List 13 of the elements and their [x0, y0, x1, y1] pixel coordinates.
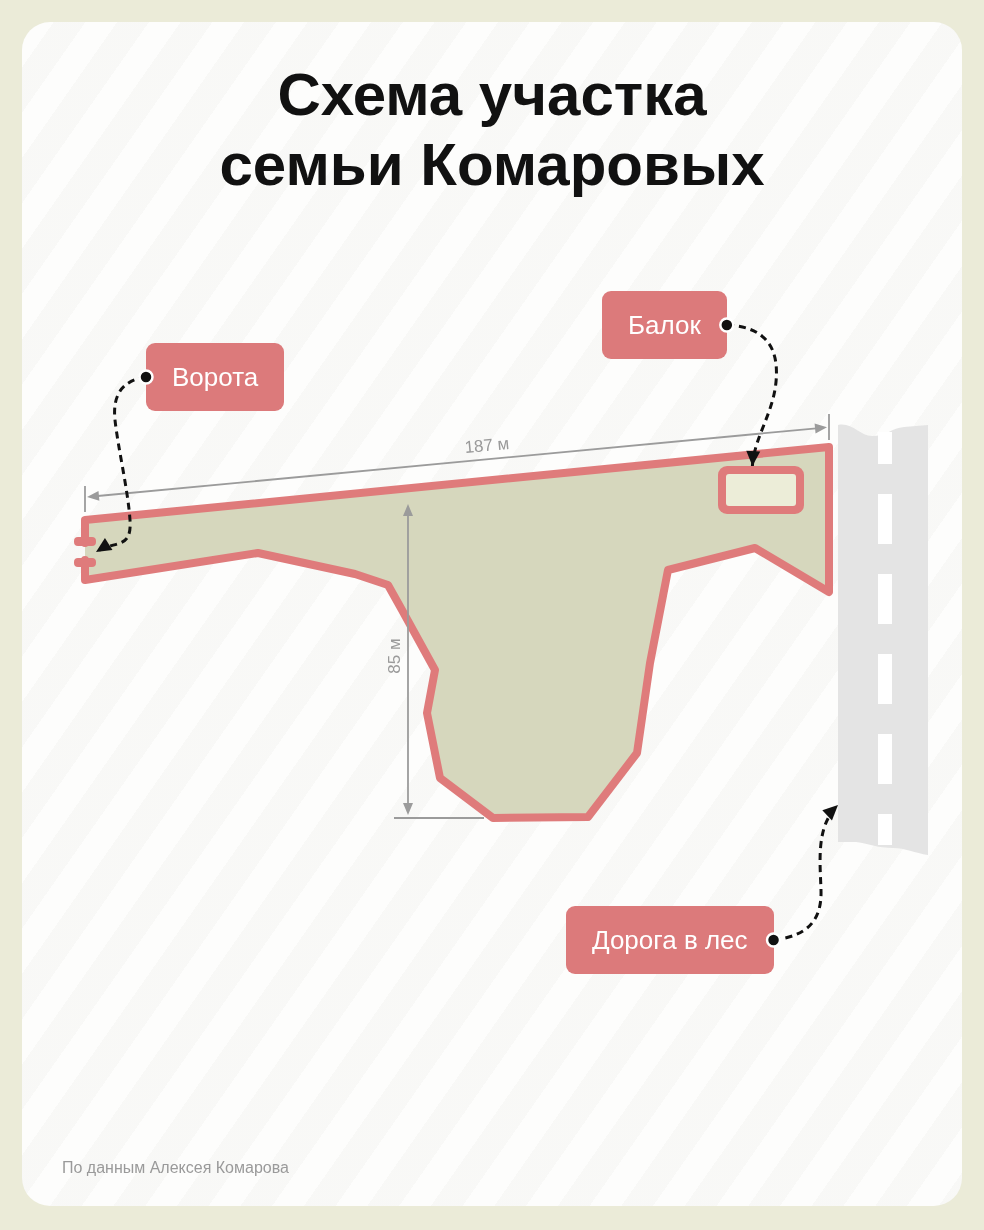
- gate-opening: [74, 537, 96, 567]
- road: [838, 424, 928, 855]
- caption: По данным Алексея Комарова: [62, 1159, 289, 1177]
- callout-label: Ворота: [146, 343, 285, 411]
- leader-line: [719, 317, 778, 467]
- callout-label: Дорога в лес: [566, 906, 774, 974]
- cabin-outline: [718, 466, 804, 514]
- leader-line: [95, 369, 154, 554]
- leader-line: [765, 804, 840, 948]
- title: Схема участка семьи Комаровых: [218, 60, 766, 200]
- callout-label: Балок: [602, 291, 727, 359]
- dimension-label: 85 м: [385, 638, 405, 674]
- dimension-label: 187 м: [463, 433, 511, 459]
